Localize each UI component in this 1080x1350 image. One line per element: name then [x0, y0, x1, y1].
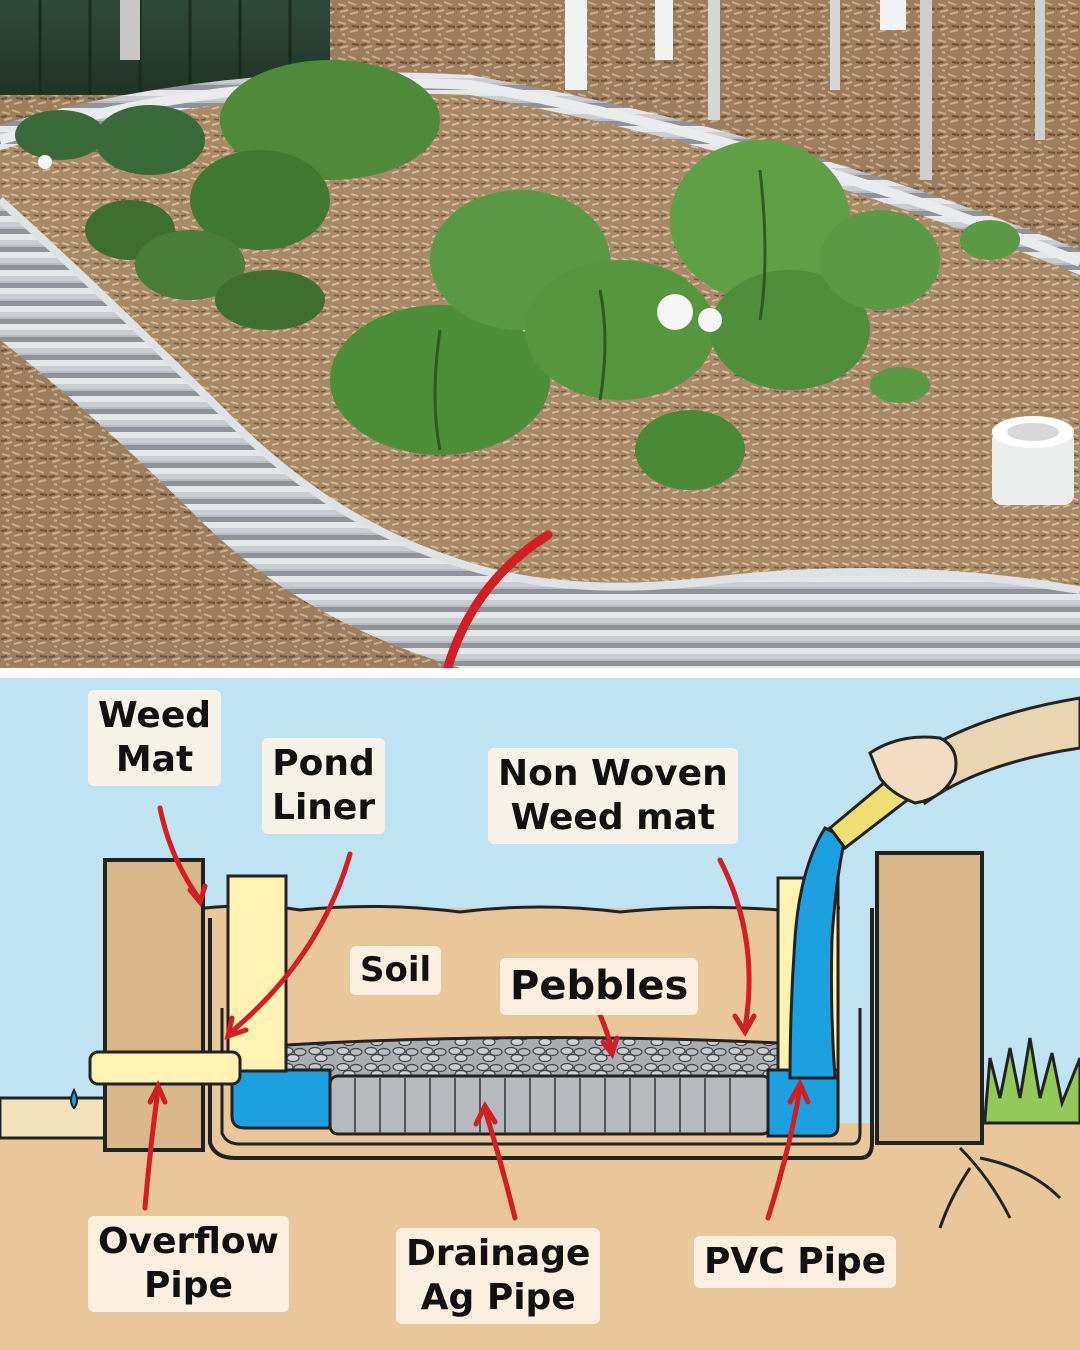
section-divider: [0, 668, 1080, 678]
soil-label: Soil: [350, 946, 442, 996]
curved-arrow-icon: [442, 530, 553, 668]
pointer-arrow-icon: [142, 805, 811, 1221]
pvc-pipe-label: PVC Pipe: [694, 1236, 897, 1288]
hose-icon: [827, 696, 1080, 851]
pebbles-label: Pebbles: [500, 958, 699, 1015]
garden-bed-photo: [0, 0, 1080, 668]
raised-garden-bed-illustration: [0, 0, 1080, 668]
